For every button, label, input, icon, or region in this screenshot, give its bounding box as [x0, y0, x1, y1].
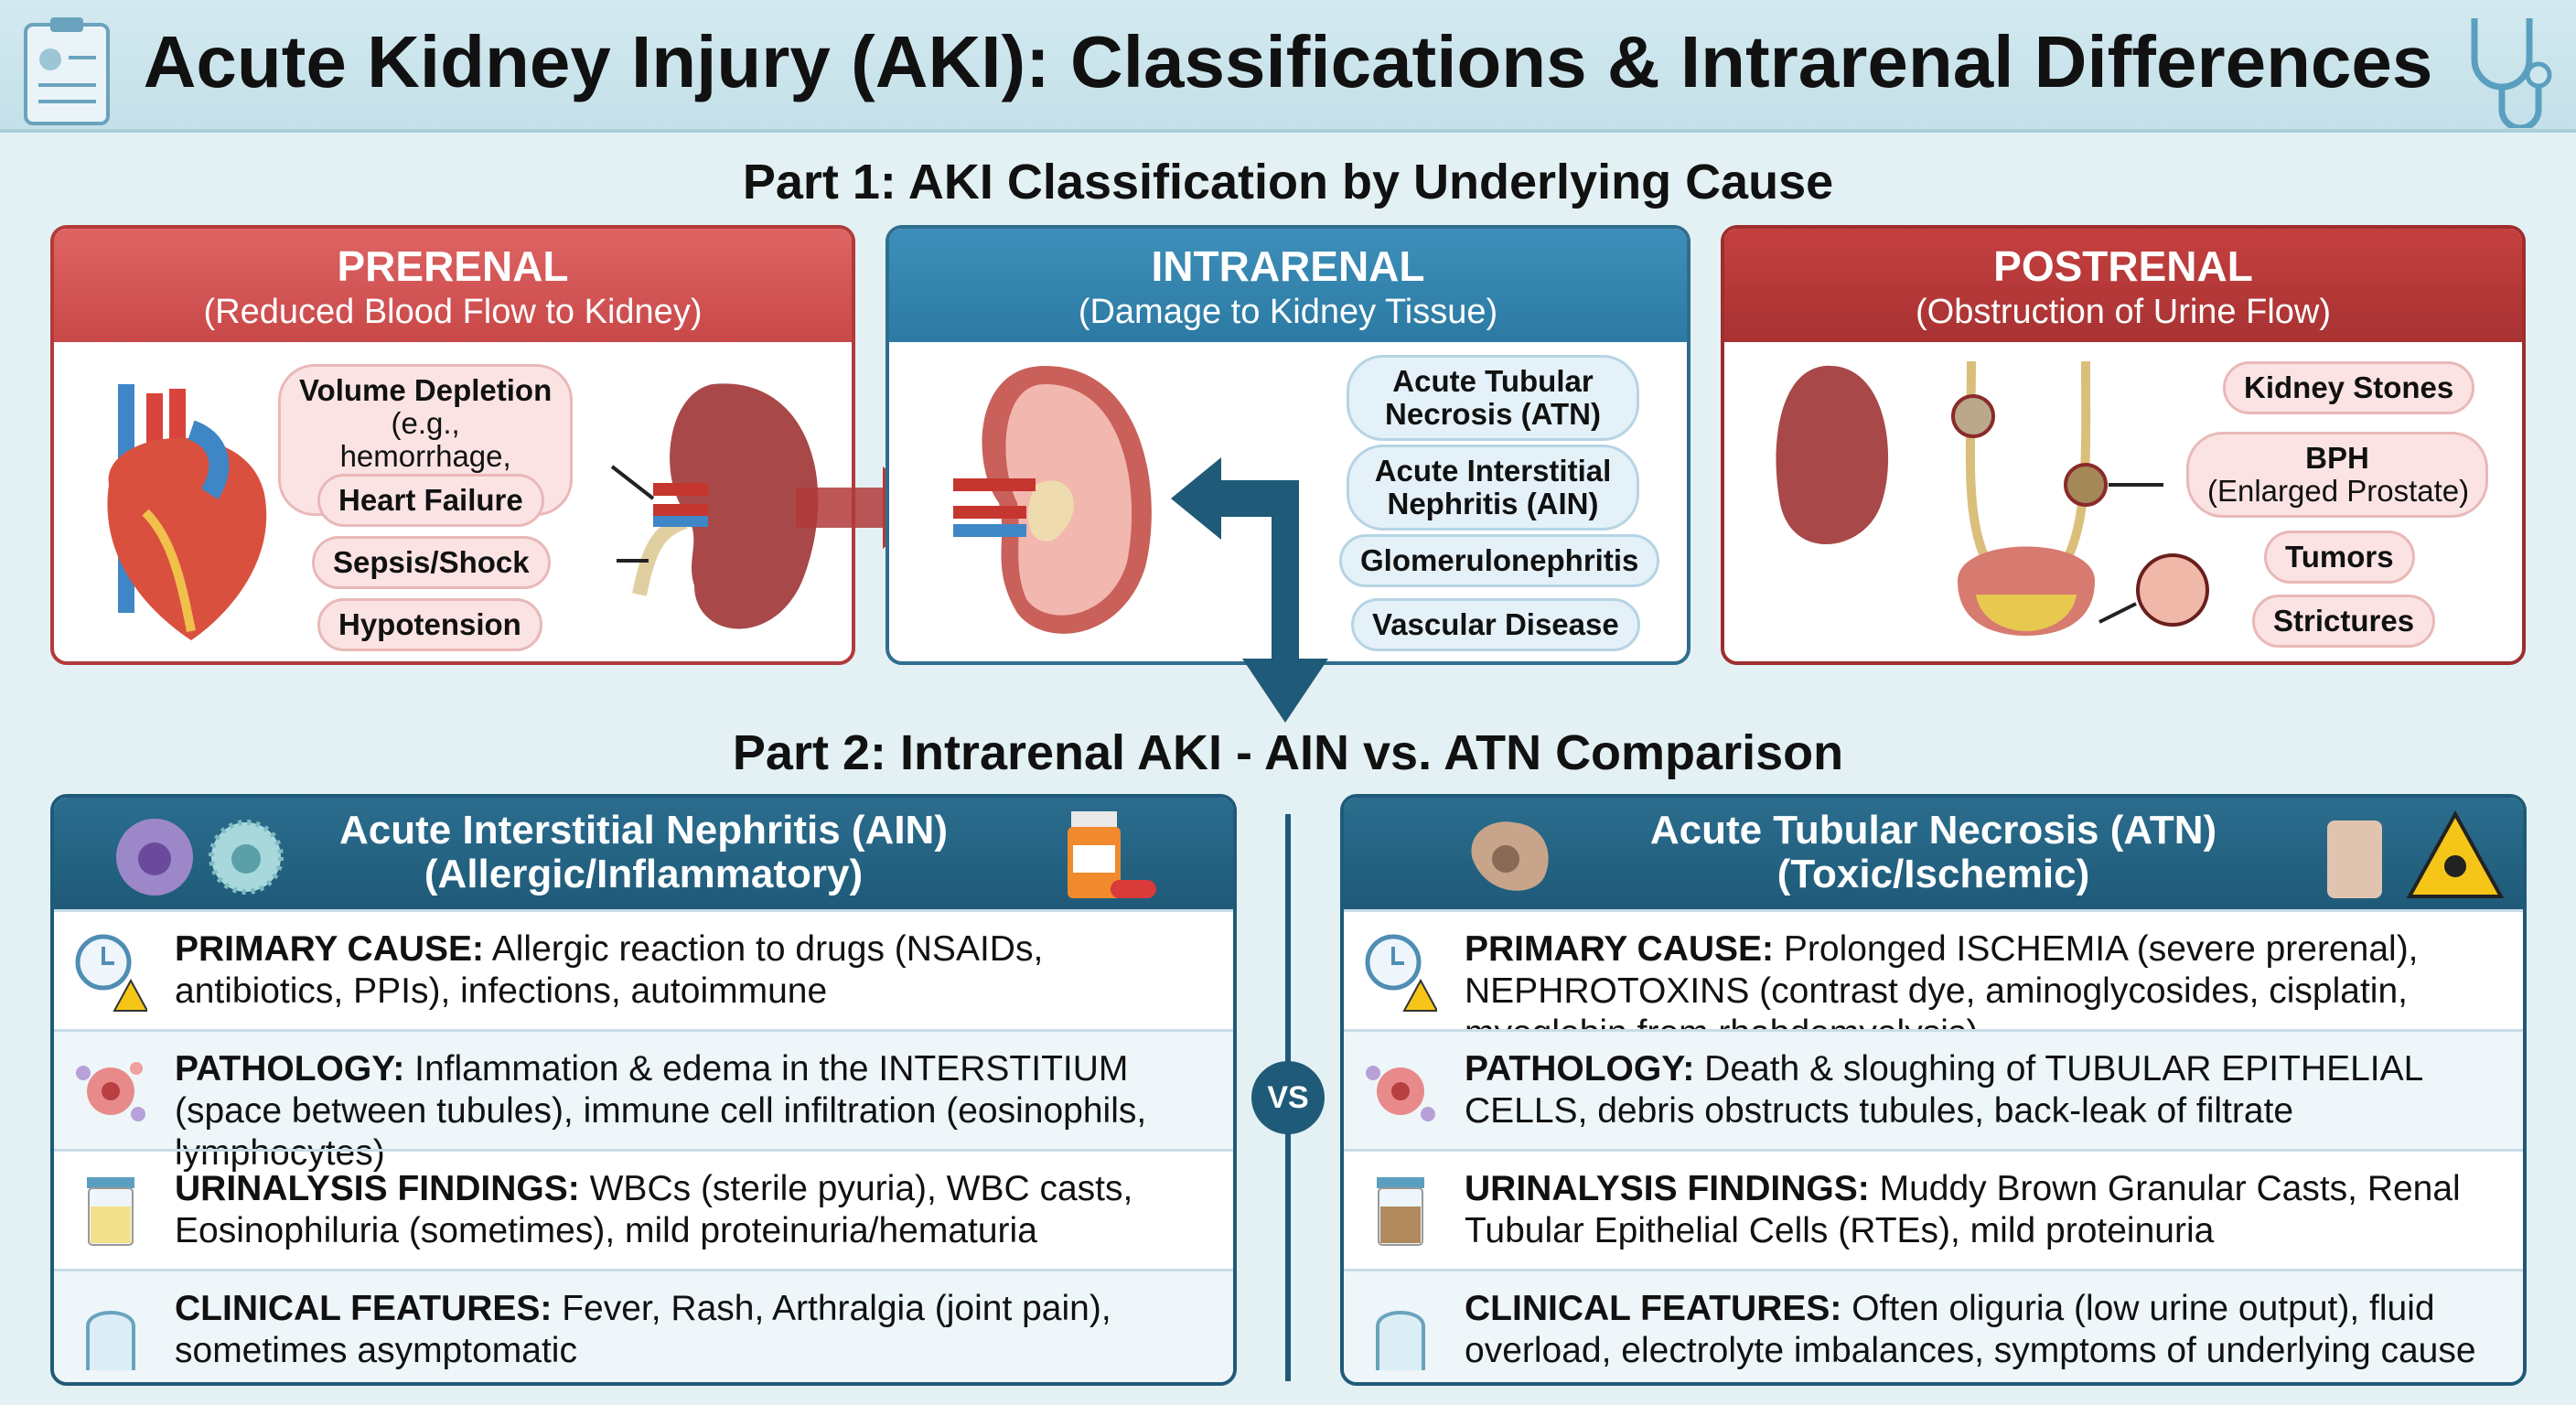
- pill-bottle-icon: [1068, 811, 1156, 898]
- cause-atn: Acute Tubular Necrosis (ATN): [1347, 355, 1639, 441]
- atn-row-urinalysis: URINALYSIS FINDINGS: Muddy Brown Granula…: [1344, 1149, 2523, 1269]
- clock-warning-icon: [1365, 934, 1437, 1012]
- intrarenal-subtitle: (Damage to Kidney Tissue): [1078, 293, 1498, 331]
- row-text: Inflammation & edema in the INTERSTITIUM…: [175, 1049, 1147, 1173]
- postrenal-subtitle: (Obstruction of Urine Flow): [1915, 293, 2331, 331]
- ain-row-urinalysis: URINALYSIS FINDINGS: WBCs (sterile pyuri…: [54, 1149, 1233, 1269]
- row-text: Allergic reaction to drugs (NSAIDs, anti…: [175, 929, 1044, 1011]
- cause-strictures: Strictures: [2252, 595, 2436, 648]
- row-label: URINALYSIS FINDINGS:: [1465, 1169, 1870, 1208]
- cause-vascular-disease: Vascular Disease: [1351, 598, 1640, 651]
- arrow-down-icon: [1171, 457, 1328, 723]
- postrenal-name: POSTRENAL: [1993, 242, 2253, 290]
- kidney-icon: [610, 383, 819, 629]
- kidney-cross-section-icon: [953, 366, 1152, 634]
- stethoscope-icon: [2471, 18, 2552, 128]
- row-label: PRIMARY CAUSE:: [1465, 929, 1775, 969]
- cause-label: Volume Depletion: [299, 373, 553, 407]
- atn-title: Acute Tubular Necrosis (ATN): [1649, 808, 2217, 853]
- postrenal-card: POSTRENAL(Obstruction of Urine Flow) Kid…: [1721, 225, 2526, 665]
- row-label: PRIMARY CAUSE:: [175, 929, 485, 969]
- patient-body-icon: [1376, 1311, 1425, 1370]
- urine-cup-icon: [1377, 1177, 1424, 1246]
- cause-label: BPH: [2305, 441, 2369, 475]
- cause-sepsis-shock: Sepsis/Shock: [312, 536, 551, 589]
- cause-glomerulonephritis: Glomerulonephritis: [1339, 534, 1660, 587]
- prerenal-name: PRERENAL: [337, 242, 569, 290]
- cause-hypotension: Hypotension: [317, 598, 542, 651]
- vs-badge: VS: [1251, 1061, 1325, 1134]
- ain-subtitle: (Allergic/Inflammatory): [424, 852, 864, 896]
- part2-title: Part 2: Intrarenal AKI - AIN vs. ATN Com…: [732, 725, 1844, 780]
- ain-panel: Acute Interstitial Nephritis (AIN)(Aller…: [50, 794, 1237, 1386]
- atn-panel: Acute Tubular Necrosis (ATN)(Toxic/Ische…: [1340, 794, 2527, 1386]
- row-text: Often oliguria (low urine output), fluid…: [1465, 1289, 2476, 1370]
- dying-cell-icon: [1366, 1066, 1435, 1121]
- heart-icon: [107, 384, 267, 640]
- row-text: Death & sloughing of TUBULAR EPITHELIAL …: [1465, 1049, 2422, 1131]
- row-text: WBCs (sterile pyuria), WBC casts, Eosino…: [175, 1169, 1133, 1250]
- cause-ain: Acute Interstitial Nephritis (AIN): [1347, 445, 1639, 531]
- row-text: Fever, Rash, Arthralgia (joint pain), so…: [175, 1289, 1111, 1370]
- ain-row-pathology: PATHOLOGY: Inflammation & edema in the I…: [54, 1029, 1233, 1173]
- atn-row-pathology: PATHOLOGY: Death & sloughing of TUBULAR …: [1344, 1029, 2523, 1149]
- row-label: PATHOLOGY:: [1465, 1049, 1695, 1089]
- header: Acute Kidney Injury (AKI): Classificatio…: [0, 0, 2576, 133]
- row-label: PATHOLOGY:: [175, 1049, 405, 1089]
- necrotic-cell-icon: [1471, 821, 1549, 891]
- clipboard-icon: [24, 17, 110, 125]
- atn-row-primary-cause: PRIMARY CAUSE: Prolonged ISCHEMIA (sever…: [1344, 909, 2523, 1053]
- clock-warning-icon: [75, 934, 147, 1012]
- ain-row-clinical: CLINICAL FEATURES: Fever, Rash, Arthralg…: [54, 1269, 1233, 1382]
- urine-cup-icon: [87, 1177, 134, 1246]
- cause-heart-failure: Heart Failure: [317, 474, 544, 527]
- row-label: CLINICAL FEATURES:: [175, 1289, 553, 1328]
- row-text: Muddy Brown Granular Casts, Renal Tubula…: [1465, 1169, 2461, 1250]
- cause-bph: BPH(Enlarged Prostate): [2186, 432, 2488, 518]
- atn-row-clinical: CLINICAL FEATURES: Often oliguria (low u…: [1344, 1269, 2523, 1382]
- cause-kidney-stones: Kidney Stones: [2223, 361, 2475, 414]
- ain-row-primary-cause: PRIMARY CAUSE: Allergic reaction to drug…: [54, 909, 1233, 1029]
- immune-cell-icon: [116, 819, 284, 896]
- prerenal-card: PRERENAL(Reduced Blood Flow to Kidney) V…: [50, 225, 855, 665]
- inflamed-cell-icon: [76, 1062, 145, 1121]
- cause-tumors: Tumors: [2264, 531, 2415, 584]
- cause-detail: (Enlarged Prostate): [2207, 474, 2470, 508]
- prerenal-subtitle: (Reduced Blood Flow to Kidney): [203, 293, 703, 331]
- intrarenal-name: INTRARENAL: [1151, 242, 1425, 290]
- hazard-icon: [2327, 810, 2505, 898]
- ain-title: Acute Interstitial Nephritis (AIN): [339, 808, 948, 853]
- page-title: Acute Kidney Injury (AKI): Classificatio…: [143, 21, 2433, 102]
- row-label: CLINICAL FEATURES:: [1465, 1289, 1842, 1328]
- row-label: URINALYSIS FINDINGS:: [175, 1169, 580, 1208]
- patient-body-icon: [86, 1311, 135, 1370]
- urinary-tract-icon: [1776, 360, 2209, 636]
- atn-subtitle: (Toxic/Ischemic): [1776, 852, 2090, 896]
- part1-title: Part 1: AKI Classification by Underlying…: [742, 155, 1834, 209]
